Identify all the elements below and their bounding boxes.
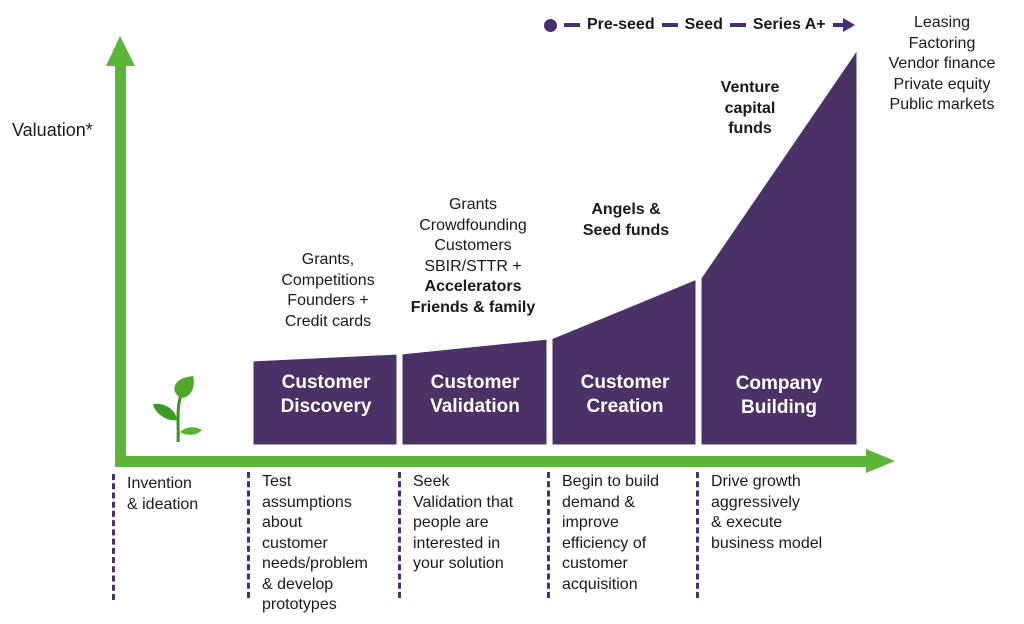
y-axis-shaft xyxy=(115,62,126,466)
stage-title-line: Customer xyxy=(580,372,670,393)
description-line: interested in xyxy=(413,534,501,552)
stage-block-creation xyxy=(549,275,699,448)
stage-title-line: Company xyxy=(735,373,823,394)
description-line: Invention xyxy=(127,475,192,492)
x-axis-arrowhead xyxy=(866,449,895,473)
funding-source-bold: Friends & family xyxy=(410,298,536,316)
description-building: Drive growth aggressively & execute busi… xyxy=(696,472,822,598)
legend-item-series-a: Series A+ xyxy=(752,16,826,33)
funding-source: Factoring xyxy=(908,34,976,52)
description-line: Seek xyxy=(413,473,450,490)
legend-dash xyxy=(564,23,580,27)
description-line: demand & xyxy=(562,493,635,511)
legend-item-seed: Seed xyxy=(684,16,723,33)
description-line: & develop xyxy=(262,575,334,593)
stage-block-building xyxy=(698,42,860,448)
legend-arrow-icon xyxy=(842,18,855,32)
description-line: improve xyxy=(562,514,619,531)
funding-source: SBIR/STTR + xyxy=(424,257,522,275)
description-line: & ideation xyxy=(127,495,199,513)
late-stage-funding-list: Leasing Factoring Vendor finance Private… xyxy=(872,13,1012,116)
description-line: Drive growth xyxy=(711,473,801,490)
description-line: people are xyxy=(413,514,489,531)
description-line: about xyxy=(262,514,303,531)
angels-line: Seed funds xyxy=(582,221,670,239)
stage-title-discovery: Customer Discovery xyxy=(256,371,396,419)
stage-title-building: Company Building xyxy=(709,372,849,420)
stage-title-line: Validation xyxy=(430,396,520,417)
description-validation: Seek Validation that people are interest… xyxy=(398,472,513,598)
description-line: your solution xyxy=(413,555,504,572)
funding-stage-legend: Pre-seed Seed Series A+ xyxy=(544,12,855,38)
stage-title-line: Building xyxy=(741,397,817,418)
funding-source: Credit cards xyxy=(284,312,372,330)
description-line: needs/problem xyxy=(262,555,368,572)
description-line: customer xyxy=(562,555,628,572)
stage-title-creation: Customer Creation xyxy=(555,371,695,419)
sprout-icon xyxy=(153,376,202,443)
funding-source: Customers xyxy=(434,237,512,254)
vc-line: funds xyxy=(728,120,772,137)
description-discovery: Test assumptions about customer needs/pr… xyxy=(247,472,368,613)
description-line: business model xyxy=(711,534,823,552)
funding-source: Private equity xyxy=(893,75,991,93)
stage-block-validation xyxy=(399,336,550,448)
legend-item-pre-seed: Pre-seed xyxy=(587,16,655,33)
stage-title-line: Customer xyxy=(281,372,371,393)
funding-source-bold: Accelerators xyxy=(424,278,522,295)
description-line: Begin to build xyxy=(562,473,659,490)
description-line: assumptions xyxy=(262,493,352,511)
description-line: aggressively xyxy=(711,493,800,511)
y-axis-arrowhead xyxy=(106,36,135,66)
legend-dash xyxy=(661,23,678,27)
funding-source: Crowdfounding xyxy=(419,216,527,234)
vc-line: capital xyxy=(724,99,776,117)
angels-line: Angels & xyxy=(591,201,661,218)
stage-block-discovery xyxy=(250,351,400,448)
description-invention: Invention & ideation xyxy=(112,474,198,600)
vc-line: Venture xyxy=(720,79,780,96)
description-line: Validation that xyxy=(413,493,514,511)
funding-source: Competitions xyxy=(281,271,375,289)
funding-source: Grants, xyxy=(301,251,355,268)
description-line: prototypes xyxy=(262,596,337,613)
funding-source: Public markets xyxy=(889,96,995,113)
venture-capital-label: Venture capital funds xyxy=(690,78,810,140)
discovery-funding-list: Grants, Competitions Founders + Credit c… xyxy=(258,250,398,332)
x-axis-shaft xyxy=(115,456,870,467)
description-line: efficiency of xyxy=(562,534,647,552)
description-line: customer xyxy=(262,534,328,552)
y-axis-label: Valuation* xyxy=(12,120,93,140)
funding-source: Leasing xyxy=(913,14,971,31)
description-line: acquisition xyxy=(562,575,638,593)
legend-start-dot-icon xyxy=(544,18,557,32)
description-line: Test xyxy=(262,473,292,490)
description-creation: Begin to build demand & improve efficien… xyxy=(547,472,659,598)
legend-dash xyxy=(729,23,746,27)
validation-funding-list: Grants Crowdfounding Customers SBIR/STTR… xyxy=(392,195,554,318)
stage-title-line: Customer xyxy=(430,372,520,393)
legend-arrow-shaft xyxy=(832,23,843,27)
stage-title-line: Creation xyxy=(586,396,664,417)
stage-title-line: Discovery xyxy=(280,396,372,417)
funding-source: Founders + xyxy=(287,292,369,309)
funding-source: Vendor finance xyxy=(888,55,996,72)
description-line: & execute xyxy=(711,514,783,531)
angels-seed-label: Angels & Seed funds xyxy=(556,200,696,241)
funding-source: Grants xyxy=(448,196,497,213)
stage-title-validation: Customer Validation xyxy=(405,371,545,419)
